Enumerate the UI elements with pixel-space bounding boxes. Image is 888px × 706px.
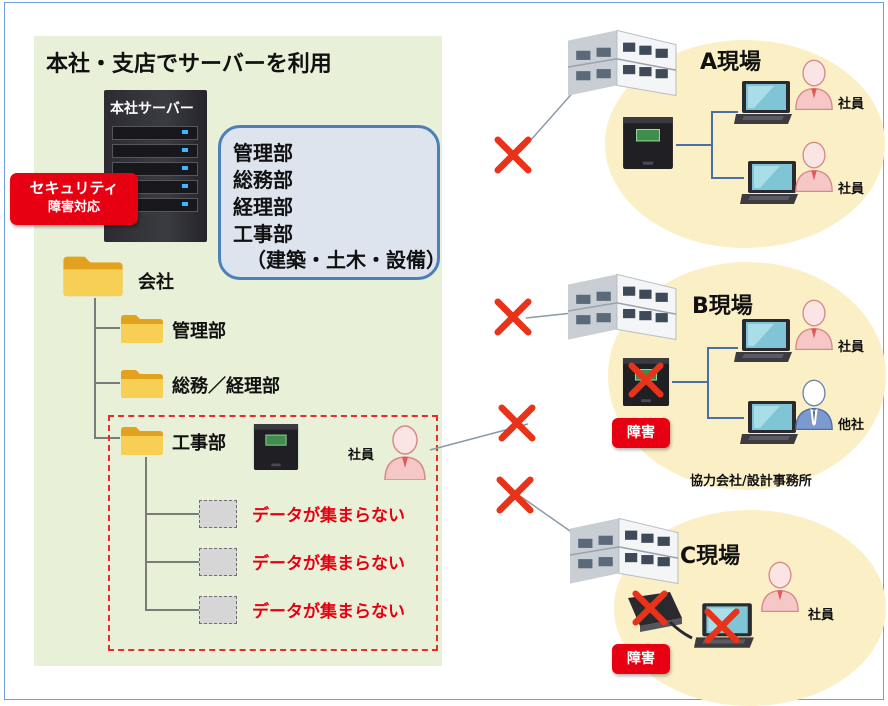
- security-badge-line1: セキュリティ: [29, 179, 119, 197]
- department-item: 工事部: [233, 222, 293, 246]
- laptop-icon: [740, 400, 800, 446]
- tree-line: [94, 298, 96, 438]
- department-box: [218, 125, 440, 280]
- missing-data-label: データが集まらない: [252, 506, 405, 526]
- person-icon: [760, 560, 800, 612]
- cross-icon: [632, 590, 668, 626]
- server-label: 本社サーバー: [110, 101, 194, 117]
- employee-label: 社員: [838, 182, 865, 197]
- tree-line: [145, 513, 199, 515]
- server-slot: [112, 162, 198, 176]
- site-a-title: A現場: [700, 50, 762, 75]
- employee-label: 社員: [838, 340, 865, 355]
- partner-label: 他社: [838, 418, 865, 433]
- employee-label: 社員: [808, 608, 835, 623]
- diagram-frame: [4, 2, 884, 700]
- security-badge: セキュリティ 障害対応: [10, 173, 138, 225]
- tree-line: [145, 457, 147, 609]
- tree-line: [145, 609, 199, 611]
- folder-label: 総務／経理部: [172, 376, 280, 397]
- person-icon: [794, 298, 834, 350]
- tree-line: [94, 327, 120, 329]
- department-item: 管理部: [233, 141, 293, 165]
- missing-data-box: [199, 500, 237, 528]
- server-slot: [112, 126, 198, 140]
- tree-line: [94, 437, 120, 439]
- folder-label: 工事部: [172, 433, 226, 454]
- failure-badge: 障害: [612, 644, 670, 674]
- tree-line: [94, 382, 120, 384]
- server-led: [182, 148, 188, 152]
- building-icon: [568, 516, 680, 588]
- missing-data-box: [199, 548, 237, 576]
- server-slot: [112, 144, 198, 158]
- server-led: [182, 202, 188, 206]
- department-item: （建築・土木・設備）: [246, 248, 446, 272]
- server-led: [182, 166, 188, 170]
- folder-label: 管理部: [172, 321, 226, 342]
- failure-badge: 障害: [612, 418, 670, 448]
- department-item: 経理部: [233, 195, 293, 219]
- person-icon: [794, 378, 834, 430]
- construction-dept-highlight: [108, 415, 438, 651]
- employee-label: 社員: [838, 97, 865, 112]
- cross-icon: [704, 608, 740, 644]
- partner-note: 協力会社/設計事務所: [690, 474, 812, 489]
- security-badge-line2: 障害対応: [47, 200, 100, 215]
- laptop-icon: [734, 318, 794, 364]
- missing-data-box: [199, 596, 237, 624]
- missing-data-label: データが集まらない: [252, 602, 405, 622]
- server-led: [182, 130, 188, 134]
- server-led: [182, 184, 188, 188]
- connector-line: [519, 495, 581, 539]
- folder-label-root: 会社: [138, 272, 174, 293]
- tree-line: [145, 561, 199, 563]
- missing-data-label: データが集まらない: [252, 554, 405, 574]
- site-c-title: C現場: [680, 544, 741, 569]
- site-b-title: B現場: [692, 294, 753, 319]
- department-item: 総務部: [233, 168, 293, 192]
- employee-label: 社員: [348, 448, 375, 463]
- hq-title: 本社・支店でサーバーを利用: [46, 52, 332, 77]
